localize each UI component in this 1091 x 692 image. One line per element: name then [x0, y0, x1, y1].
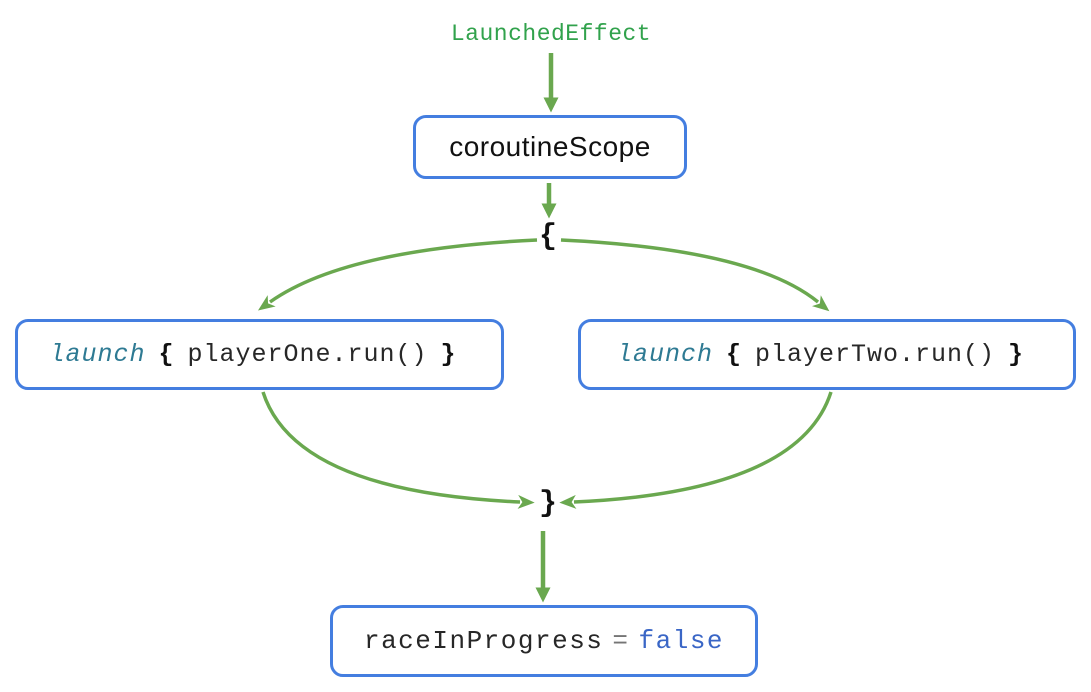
equals-operator: = [612, 626, 630, 656]
launch-playerone-node: launch { playerOne.run() } [15, 319, 504, 390]
close-brace-connector: } [538, 487, 558, 521]
coroutinescope-label: coroutineScope [449, 131, 651, 162]
race-in-progress-node: raceInProgress = false [330, 605, 758, 677]
arrow-open-brace-to-playerone [257, 238, 538, 311]
open-brace: { [725, 340, 742, 369]
close-brace: } [1008, 340, 1025, 369]
open-brace: { [158, 340, 175, 369]
open-brace-connector: { [538, 220, 558, 254]
false-value: false [638, 626, 725, 656]
launch-keyword: launch [49, 340, 146, 369]
arrow-playertwo-to-close-brace [559, 391, 833, 509]
race-in-progress-variable: raceInProgress [363, 626, 604, 656]
launch-playertwo-node: launch { playerTwo.run() } [578, 319, 1076, 390]
coroutinescope-node: coroutineScope [413, 115, 687, 179]
playertwo-run-call: playerTwo.run() [754, 340, 996, 369]
close-brace: } [440, 340, 457, 369]
arrow-open-brace-to-playertwo [560, 238, 830, 312]
arrow-playerone-to-close-brace [261, 391, 535, 509]
launch-keyword: launch [616, 340, 713, 369]
playerone-run-call: playerOne.run() [187, 340, 428, 369]
launched-effect-label: LaunchedEffect [450, 21, 652, 47]
